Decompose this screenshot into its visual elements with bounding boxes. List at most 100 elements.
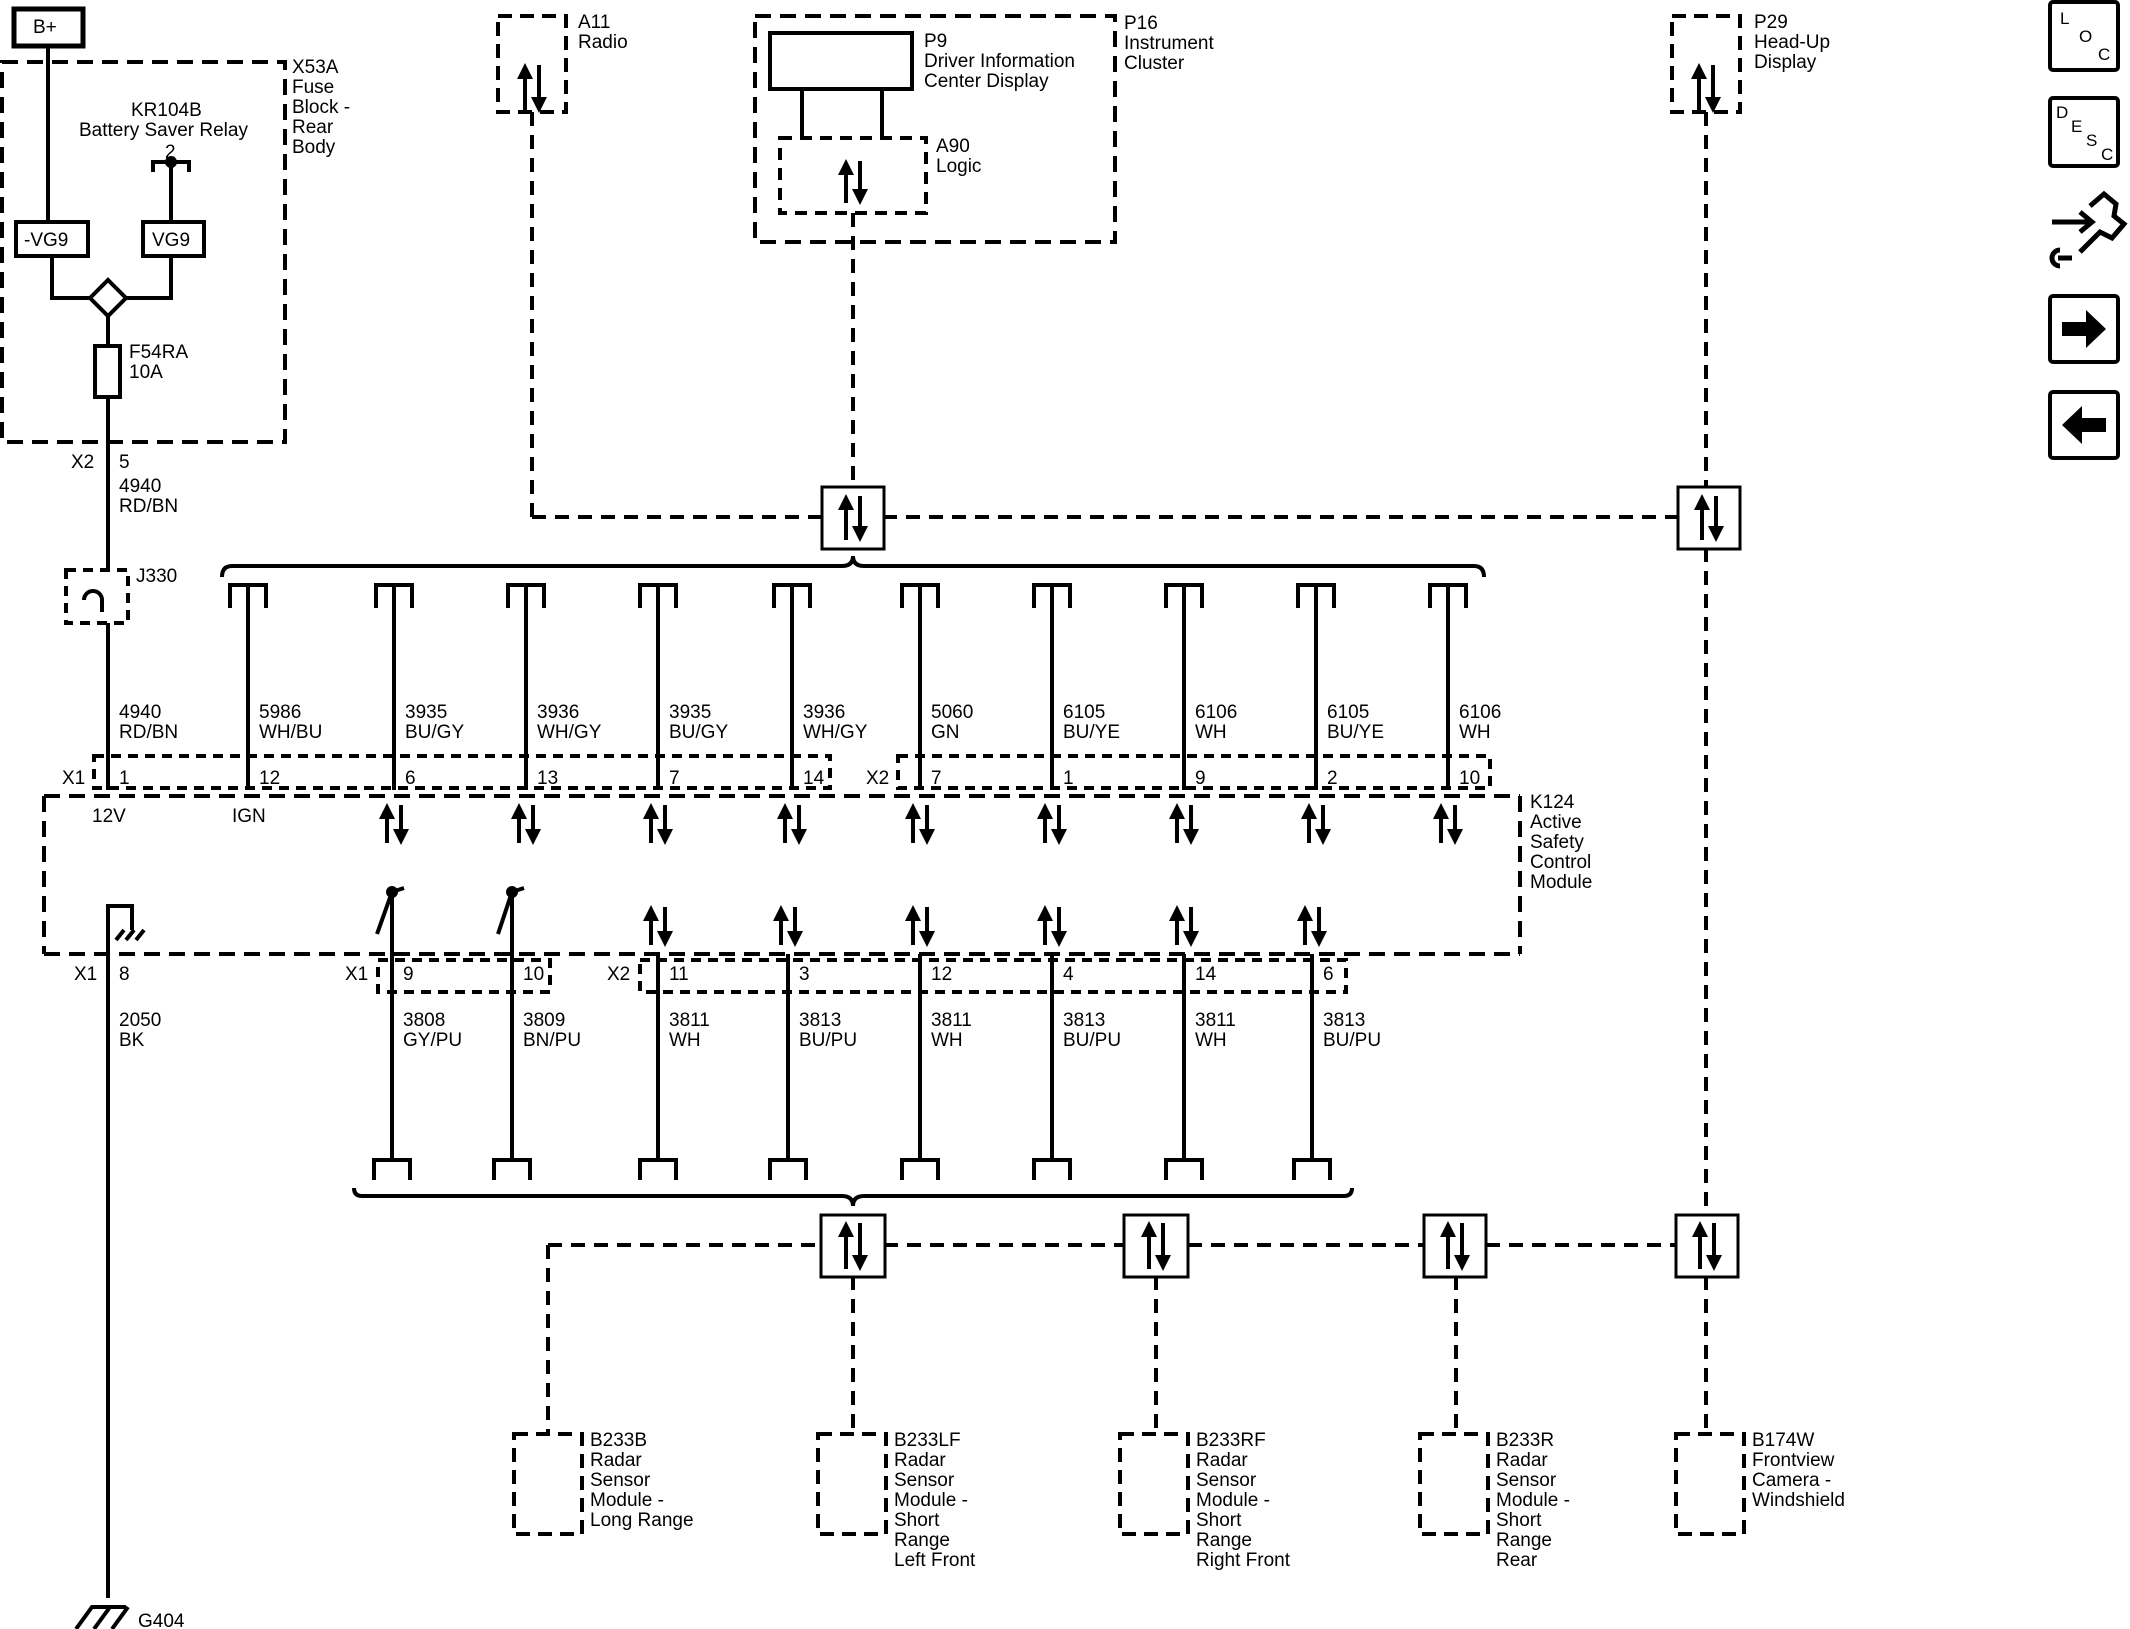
connector-x2-top-outline bbox=[896, 754, 1492, 790]
bidirectional-arrow-icon bbox=[511, 803, 541, 845]
top-wire-circuit: 6106 bbox=[1459, 702, 1501, 723]
sensor-label: Sensor bbox=[1496, 1470, 1557, 1491]
fuse-name: F54RA bbox=[129, 342, 188, 363]
top-wire-pin: 1 bbox=[119, 768, 130, 789]
bus-node-top-right bbox=[1676, 485, 1742, 551]
x53a-desc-1: Fuse bbox=[292, 77, 334, 98]
desc-button[interactable]: D E S C bbox=[2048, 96, 2120, 168]
bottom-wire-circuit: 3811 bbox=[669, 1010, 710, 1031]
x53a-desc-2: Block - bbox=[292, 97, 350, 118]
sensor-label: Range bbox=[894, 1530, 950, 1551]
ground-circuit-number: 2050 bbox=[119, 1010, 161, 1031]
sensor-label: Radar bbox=[590, 1450, 642, 1471]
bottom-harness-connector bbox=[1032, 1158, 1072, 1180]
bus-node-b233r bbox=[1422, 1213, 1488, 1279]
connector-view-button[interactable] bbox=[2049, 190, 2128, 269]
top-wire-color: BU/GY bbox=[669, 722, 728, 743]
relay-pin: 2 bbox=[165, 142, 176, 163]
feed-circuit-number: 4940 bbox=[119, 476, 161, 497]
sensor-label: Module - bbox=[894, 1490, 968, 1511]
top-wire-function: 12V bbox=[92, 806, 126, 827]
ground-symbol bbox=[106, 904, 146, 942]
sensor-label: Right Front bbox=[1196, 1550, 1291, 1571]
top-wire-function: IGN bbox=[232, 806, 266, 827]
prev-button[interactable] bbox=[2048, 390, 2120, 460]
loc-button[interactable]: L O C bbox=[2048, 0, 2120, 72]
sensor-label: Short bbox=[894, 1510, 940, 1531]
sensor-b233b-outline bbox=[512, 1432, 584, 1536]
relay-name: KR104B bbox=[131, 100, 202, 121]
top-wire-pin: 6 bbox=[405, 768, 416, 789]
a90-name: A90 bbox=[936, 136, 970, 157]
sensor-b174w-outline bbox=[1674, 1432, 1746, 1536]
k124-desc-3: Control bbox=[1530, 852, 1591, 873]
top-wire-color: BU/YE bbox=[1063, 722, 1120, 743]
sensor-label: Left Front bbox=[894, 1550, 976, 1571]
top-wire-pin: 9 bbox=[1195, 768, 1206, 789]
sensor-label: Short bbox=[1196, 1510, 1242, 1531]
top-wire-circuit: 3936 bbox=[803, 702, 845, 723]
bottom-wire-pin: 10 bbox=[523, 964, 544, 985]
top-wire-pin: 2 bbox=[1327, 768, 1338, 789]
bottom-wire-circuit: 3811 bbox=[1195, 1010, 1236, 1031]
top-wire-pin: 7 bbox=[669, 768, 680, 789]
ground-pin: 8 bbox=[119, 964, 130, 985]
a11-name: A11 bbox=[578, 12, 610, 33]
p16-desc-1: Instrument bbox=[1124, 33, 1214, 54]
top-wire-pin: 7 bbox=[931, 768, 942, 789]
top-wire-pin: 12 bbox=[259, 768, 280, 789]
p29-desc-1: Head-Up bbox=[1754, 32, 1830, 53]
x53a-desc-4: Body bbox=[292, 137, 336, 158]
a11-desc: Radio bbox=[578, 32, 628, 53]
bidirectional-arrow-icon bbox=[643, 803, 673, 845]
k124-desc-1: Active bbox=[1530, 812, 1582, 833]
bottom-wire-pin: 14 bbox=[1195, 964, 1217, 985]
fuse-f54ra bbox=[93, 344, 122, 399]
loc-letter-o: O bbox=[2079, 27, 2092, 46]
top-connector-x2: X2 bbox=[866, 768, 889, 789]
p29-hud-outline bbox=[1670, 14, 1742, 114]
ground-g404-label: G404 bbox=[138, 1611, 185, 1629]
bidirectional-arrow-icon bbox=[1141, 1221, 1171, 1271]
bus-node-b233rf bbox=[1122, 1213, 1190, 1279]
bottom-wire-color: WH bbox=[669, 1030, 701, 1051]
top-wire-pin: 10 bbox=[1459, 768, 1480, 789]
a11-radio-outline bbox=[496, 14, 568, 114]
splice-j330-symbol bbox=[82, 589, 104, 612]
sensor-label: Module - bbox=[1196, 1490, 1270, 1511]
sensor-b233r-outline bbox=[1418, 1432, 1490, 1536]
bottom-wire-circuit: 3813 bbox=[1063, 1010, 1105, 1031]
p9-desc-2: Center Display bbox=[924, 71, 1049, 92]
sensor-label: Range bbox=[1496, 1530, 1552, 1551]
top-wire-color: RD/BN bbox=[119, 722, 178, 743]
a90-logic-outline bbox=[778, 136, 928, 215]
bottom-wire-pin: 12 bbox=[931, 964, 952, 985]
bottom-connector-x1-a: X1 bbox=[74, 964, 97, 985]
bidirectional-arrow-icon bbox=[1694, 494, 1724, 542]
bottom-wire-pin: 4 bbox=[1063, 964, 1074, 985]
p29-name: P29 bbox=[1754, 12, 1788, 33]
connector-x1-bottom-outline bbox=[376, 958, 552, 994]
bottom-wire-pin: 3 bbox=[799, 964, 810, 985]
sensor-label: B233B bbox=[590, 1430, 647, 1451]
k124-name: K124 bbox=[1530, 792, 1575, 813]
bus-node-b174w bbox=[1674, 1213, 1740, 1279]
sensor-label: Radar bbox=[1196, 1450, 1248, 1471]
p9-desc-1: Driver Information bbox=[924, 51, 1075, 72]
bottom-harness-connector bbox=[372, 1158, 412, 1180]
top-wire-circuit: 3935 bbox=[405, 702, 447, 723]
top-brace bbox=[220, 555, 1486, 578]
sensor-label: Short bbox=[1496, 1510, 1542, 1531]
splice-j330-label: J330 bbox=[136, 566, 177, 587]
fuse-block-outline bbox=[0, 60, 287, 444]
p16-name: P16 bbox=[1124, 13, 1158, 34]
desc-letter-d: D bbox=[2056, 103, 2068, 122]
bottom-harness-connector bbox=[1292, 1158, 1332, 1180]
bidirectional-arrow-icon bbox=[1169, 905, 1199, 947]
next-button[interactable] bbox=[2048, 294, 2120, 364]
top-connector-x1: X1 bbox=[62, 768, 85, 789]
sensor-label: Radar bbox=[894, 1450, 946, 1471]
bottom-wire-color: BU/PU bbox=[1063, 1030, 1121, 1051]
top-wire-color: BU/YE bbox=[1327, 722, 1384, 743]
connector-wrench-icon bbox=[2049, 190, 2128, 269]
